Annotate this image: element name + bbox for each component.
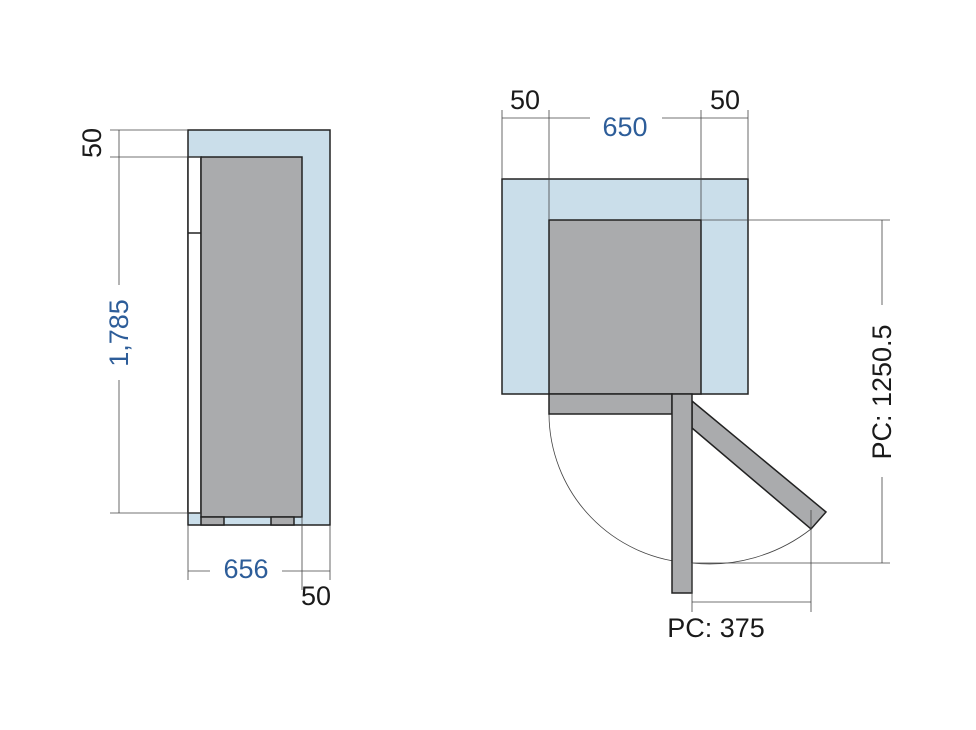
front-foot (200, 516, 225, 526)
top-left-clearance-label: 50 (510, 85, 540, 115)
rear-foot (270, 516, 295, 526)
side-depth-label: 656 (223, 554, 268, 584)
side-top-clearance-label: 50 (77, 128, 107, 158)
top-view: 50 650 50 PC: 1250.5 PC: 375 (501, 85, 897, 643)
door-partially-open (691, 399, 828, 531)
side-view: 50 1,785 656 50 (77, 128, 331, 611)
top-right-clearance-label: 50 (710, 85, 740, 115)
side-fridge-body (200, 156, 303, 518)
side-door (187, 156, 202, 514)
top-fridge-body (548, 219, 702, 395)
door-swing-label: PC: 375 (667, 613, 765, 643)
door-depth-label: PC: 1250.5 (867, 324, 897, 459)
side-rear-clearance-label: 50 (301, 581, 331, 611)
top-width-label: 650 (602, 112, 647, 142)
side-height-label: 1,785 (104, 299, 134, 367)
door-swing-arc (548, 413, 812, 565)
door-closed (548, 393, 673, 415)
door-fully-open (671, 393, 693, 594)
